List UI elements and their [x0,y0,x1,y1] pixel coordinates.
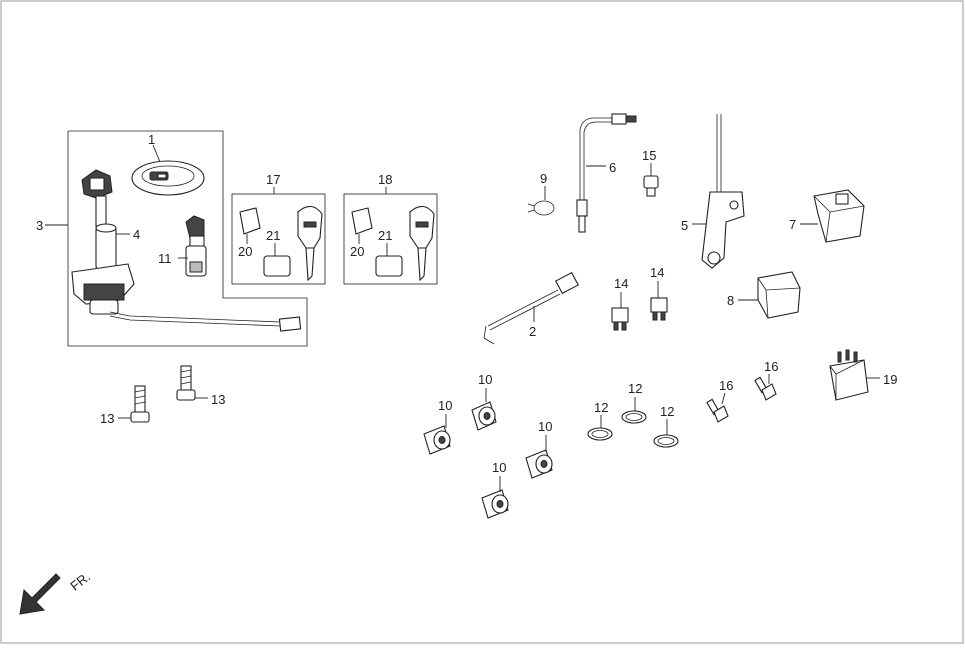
callout-10-a: 10 [478,372,492,387]
callout-20-b: 20 [350,244,364,259]
front-direction-label: FR. [67,569,93,594]
callout-12-a: 12 [594,400,608,415]
seat-lock-part [185,215,207,277]
side-stand-switch-5: 5 [681,114,745,269]
callout-4: 4 [133,227,140,242]
callout-20-a: 20 [238,244,252,259]
harness-lead-2: 2 [483,271,579,345]
callout-14-left: 14 [614,276,628,291]
plug-15: 15 [642,148,659,197]
sleeve-10-a: 10 [471,372,497,431]
callout-3: 3 [36,218,43,233]
callout-11: 11 [158,251,172,266]
key-set-17: 17 20 21 [231,172,326,285]
callout-12-b: 12 [628,381,642,396]
callout-7: 7 [789,217,796,232]
relay-19: 19 [829,349,897,401]
callout-19: 19 [883,372,897,387]
callout-21-a: 21 [266,228,280,243]
sleeve-10-c: 10 [525,419,553,479]
callout-6: 6 [609,160,616,175]
washer-12-c: 12 [653,404,679,448]
callout-13-left: 13 [100,411,114,426]
callout-10-c: 10 [538,419,552,434]
callout-9: 9 [540,171,547,186]
ignition-lock-part [71,169,302,332]
callout-2: 2 [529,324,536,339]
callout-14-right: 14 [650,265,664,280]
key-plate-21 [263,255,291,277]
callout-16-right: 16 [764,359,778,374]
callout-12-c: 12 [660,404,674,419]
screw-13-right [176,365,196,401]
callout-8: 8 [727,293,734,308]
front-direction-arrow: FR. [19,569,93,615]
key-tag-20 [351,207,373,235]
key-set-18: 18 20 21 [343,172,438,285]
fuse-14-right: 14 [650,265,668,321]
fuel-cap-part [131,160,205,196]
callout-5: 5 [681,218,688,233]
callout-16-left: 16 [719,378,733,393]
callout-1: 1 [148,132,155,147]
sleeve-10-b: 10 [423,398,452,455]
screw-13-left [130,385,150,423]
callout-13-right: 13 [211,392,225,407]
callout-17: 17 [266,172,280,187]
callout-10-d: 10 [492,460,506,475]
sleeve-10-d: 10 [481,460,509,519]
callout-18: 18 [378,172,392,187]
bolt-16-left: 16 [706,378,733,423]
cable-clamp-9: 9 [527,171,555,216]
assembly-3-boundary [67,130,308,347]
callout-10-b: 10 [438,398,452,413]
key-tag-20 [239,207,261,235]
bolt-16-right: 16 [754,359,778,401]
fuse-14-left: 14 [611,276,629,331]
relay-7: 7 [789,189,865,243]
relay-8: 8 [727,271,801,319]
washer-12-b: 12 [621,381,647,424]
sensor-cable-6: 6 [576,113,637,233]
key-plate-21 [375,255,403,277]
washer-12-a: 12 [587,400,613,441]
key-blank [297,205,323,282]
callout-15: 15 [642,148,656,163]
ignition-assembly-group: 3 1 4 11 [36,130,308,347]
callout-21-b: 21 [378,228,392,243]
key-blank [409,205,435,282]
